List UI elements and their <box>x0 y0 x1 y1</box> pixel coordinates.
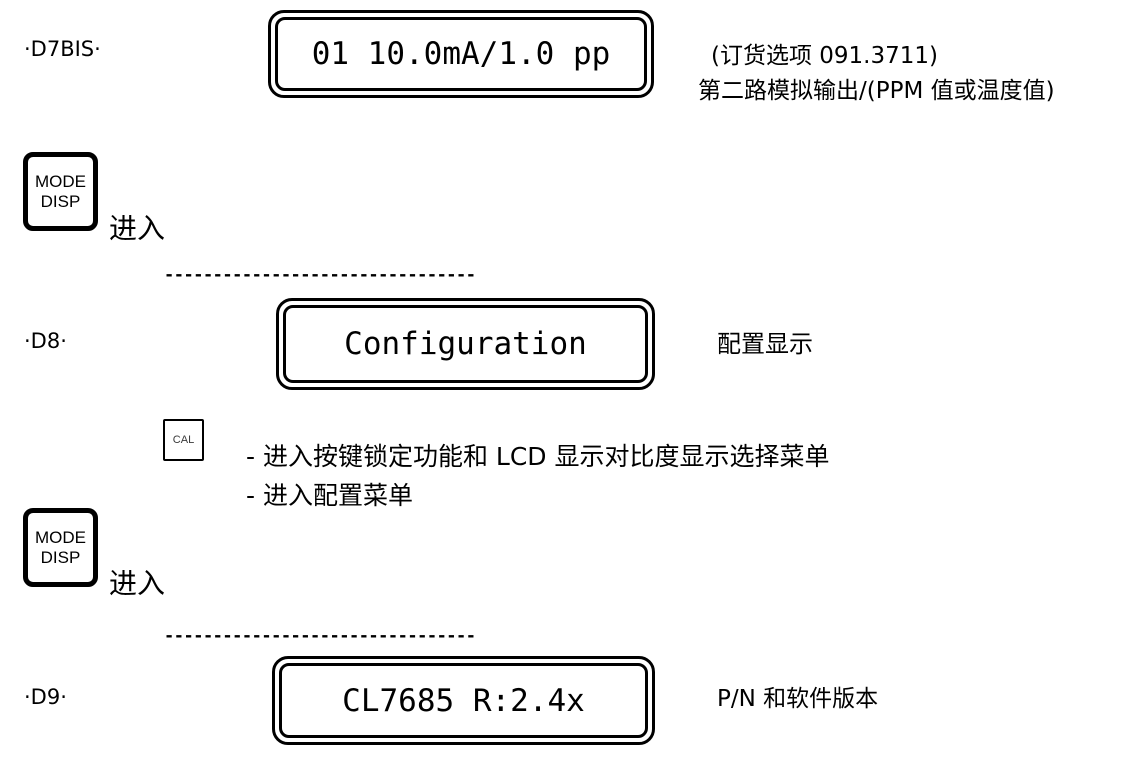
cal-note-2: - 进入配置菜单 <box>246 481 413 510</box>
lcd-text-d7bis: 01 10.0mA/1.0 pp <box>275 17 647 91</box>
cal-note-1: - 进入按键锁定功能和 LCD 显示对比度显示选择菜单 <box>246 442 830 471</box>
step-label-d8: ·D8· <box>24 329 67 353</box>
note-d9: P/N 和软件版本 <box>717 686 879 712</box>
step-label-d9: ·D9· <box>24 685 67 709</box>
mode-disp-key-1-top-label: MODE <box>35 171 86 191</box>
note-d8: 配置显示 <box>717 330 813 358</box>
enter-label-2: 进入 <box>109 567 166 600</box>
lcd-text-d8: Configuration <box>283 305 648 383</box>
cal-key-label: CAL <box>172 434 195 446</box>
mode-disp-key-2-top-label: MODE <box>35 527 86 547</box>
lcd-display-d8: Configuration <box>276 298 655 390</box>
mode-disp-key-1-bottom-label: DISP <box>40 191 81 211</box>
dashed-separator-1: -------------------------------- <box>164 265 476 285</box>
lcd-text-d9: CL7685 R:2.4x <box>279 663 648 738</box>
mode-disp-key-2-bottom-label: DISP <box>40 547 81 567</box>
mode-disp-key-1: MODE DISP <box>23 152 98 231</box>
lcd-display-d7bis: 01 10.0mA/1.0 pp <box>268 10 654 98</box>
cal-key: CAL <box>163 419 204 461</box>
step-label-d7bis: ·D7BIS· <box>24 37 101 61</box>
dashed-separator-2: -------------------------------- <box>164 626 476 646</box>
note-d7bis-line1: (订货选项 091.3711) <box>711 43 939 69</box>
enter-label-1: 进入 <box>109 212 166 245</box>
lcd-display-d9: CL7685 R:2.4x <box>272 656 655 745</box>
note-d7bis-line2: 第二路模拟输出/(PPM 值或温度值) <box>698 78 1055 104</box>
mode-disp-key-2: MODE DISP <box>23 508 98 587</box>
